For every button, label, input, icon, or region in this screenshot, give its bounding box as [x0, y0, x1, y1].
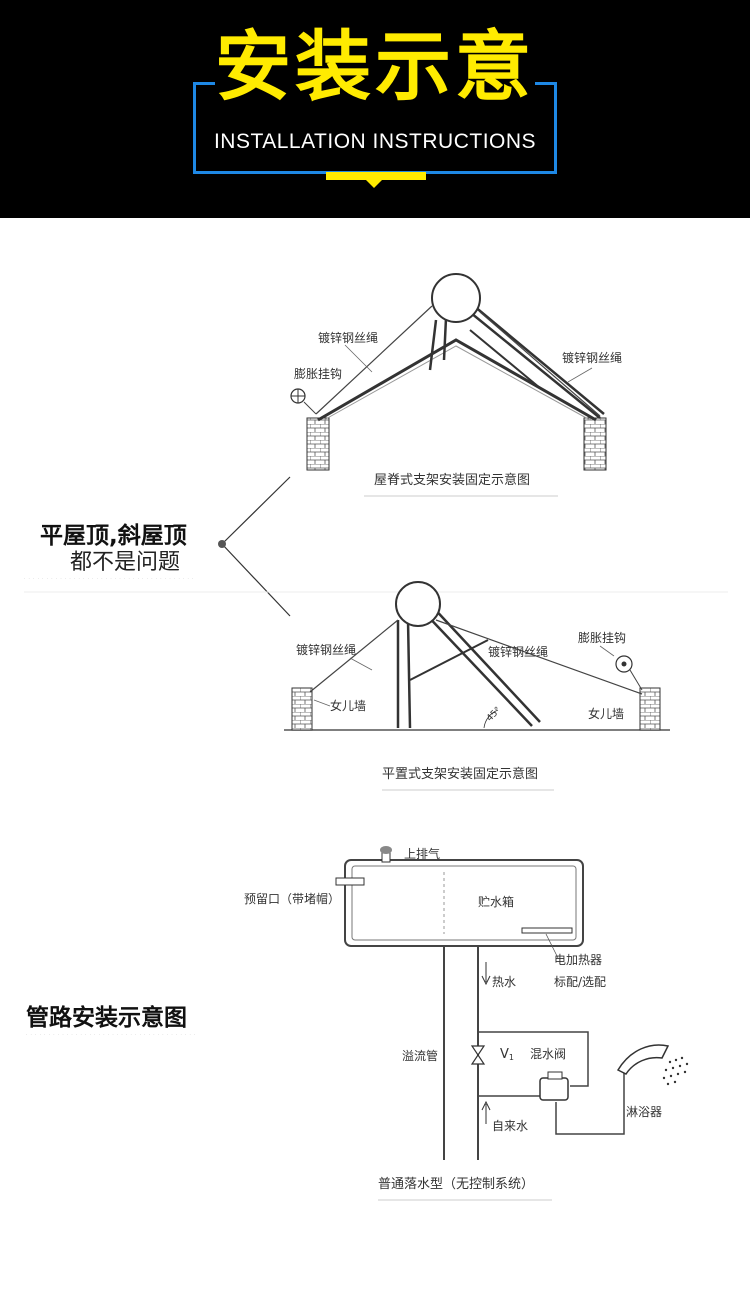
- header-tab: [326, 172, 426, 180]
- ridge-frame-legs: [428, 317, 448, 371]
- pipe-side-label: 管路安装示意图: [26, 1005, 187, 1031]
- mixing-valve-icon: [539, 1077, 569, 1101]
- pipe-label-vent: 上排气: [404, 846, 440, 861]
- pipe-label-heater: 电加热器: [554, 953, 602, 967]
- flat-label-hook: 膨胀挂钩: [578, 631, 626, 645]
- roof-side-label-bold: 平屋顶,斜屋顶: [40, 523, 187, 549]
- header-tab-arrow: [366, 180, 382, 188]
- pipe-label-overflow: 溢流管: [402, 1048, 438, 1063]
- flat-collector-tubes: [421, 603, 541, 727]
- pipe-caption: 普通落水型（无控制系统）: [378, 1177, 534, 1192]
- pipe-label-mixer: 混水阀: [530, 1047, 566, 1061]
- flat-angle-label: 45°: [485, 705, 503, 723]
- flat-label-wall-right: 女儿墙: [588, 706, 624, 721]
- storage-tank: [344, 859, 584, 947]
- flat-label-wall-left: 女儿墙: [330, 698, 366, 713]
- flat-frame-brace: [409, 639, 489, 681]
- vent-cap-icon: [380, 846, 392, 854]
- pipe-diagram: 上排气 预留口（带堵帽） 贮水箱 电加热器 标配/选配 热水 溢流管 V1 混水…: [244, 846, 689, 1201]
- ridge-rope-right: [479, 311, 601, 417]
- pipe-label-shower: 淋浴器: [626, 1105, 662, 1119]
- pipe-label-tap-water: 自来水: [492, 1119, 528, 1133]
- ridge-label-hook: 膨胀挂钩: [294, 367, 342, 381]
- pipe-label-reserved: 预留口（带堵帽）: [244, 891, 340, 906]
- page-subtitle: INSTALLATION INSTRUCTIONS: [213, 130, 537, 153]
- ridge-collector-tubes: [454, 295, 605, 419]
- ridge-roof-diagram: 镀锌钢丝绳 镀锌钢丝绳 膨胀挂钩 屋脊式支架安装固定示意图: [290, 273, 622, 497]
- connector-dot: [218, 540, 226, 548]
- reserved-port: [335, 877, 365, 886]
- ridge-roof-outline: [317, 338, 597, 422]
- flat-label-rope-left: 镀锌钢丝绳: [296, 643, 356, 657]
- shower-hose: [555, 1070, 625, 1135]
- ridge-frame-brace: [469, 329, 541, 389]
- valve-subscript: 1: [509, 1053, 514, 1062]
- roof-side-dots: · · · · · · · · · · · · · · · · · · · · …: [24, 576, 194, 581]
- flat-water-tank: [395, 581, 441, 627]
- roof-side-label-thin: 都不是问题: [70, 550, 181, 575]
- ridge-label-rope-right: 镀锌钢丝绳: [562, 351, 622, 365]
- ridge-water-tank: [431, 273, 481, 323]
- header-frame-corner-right: [535, 82, 557, 85]
- pipe-label-heater-note: 标配/选配: [554, 975, 606, 989]
- tap-water-arrow-icon: [481, 1100, 491, 1124]
- valve-icon: [470, 1045, 486, 1065]
- ridge-label-rope-left: 镀锌钢丝绳: [318, 331, 378, 345]
- ridge-wall-left: [306, 417, 330, 471]
- flat-roof-diagram: 45° 镀锌钢丝绳 镀锌钢丝绳 膨胀挂钩 女儿墙 女儿墙 平置式支架安装固定示意…: [284, 581, 670, 791]
- pipe-label-hot-water: 热水: [492, 975, 516, 989]
- page-title: 安装示意: [215, 22, 535, 111]
- hot-water-arrow-icon: [481, 962, 491, 986]
- ridge-wall-right: [583, 417, 607, 471]
- ridge-caption: 屋脊式支架安装固定示意图: [374, 472, 530, 488]
- electric-heater: [521, 927, 573, 934]
- flat-frame-legs: [396, 619, 412, 729]
- flat-wall-right: [639, 687, 661, 731]
- header-banner: 安装示意 INSTALLATION INSTRUCTIONS: [0, 0, 750, 218]
- pipe-label-valve: V1: [500, 1047, 514, 1062]
- water-spray-icon: [662, 1056, 689, 1086]
- mixer-hot-line: [478, 1031, 589, 1087]
- connector-line-lower: [221, 543, 291, 617]
- header-frame-corner-left: [193, 82, 215, 85]
- flat-rope-left: [309, 619, 399, 693]
- pipe-side-dots: · · · · · · · · · · · · · · · · · · · · …: [26, 1032, 196, 1037]
- valve-letter: V: [500, 1047, 509, 1062]
- ridge-rope-left: [315, 305, 433, 415]
- flat-rope-right: [435, 619, 643, 695]
- flat-caption: 平置式支架安装固定示意图: [382, 766, 538, 782]
- flat-label-rope-mid: 镀锌钢丝绳: [488, 645, 548, 659]
- shower-head-icon: [616, 1044, 670, 1075]
- flat-wall-left: [291, 687, 313, 731]
- pipe-label-tank: 贮水箱: [478, 894, 514, 909]
- ridge-roof-inner: [323, 345, 591, 421]
- connector-line-upper: [221, 476, 291, 545]
